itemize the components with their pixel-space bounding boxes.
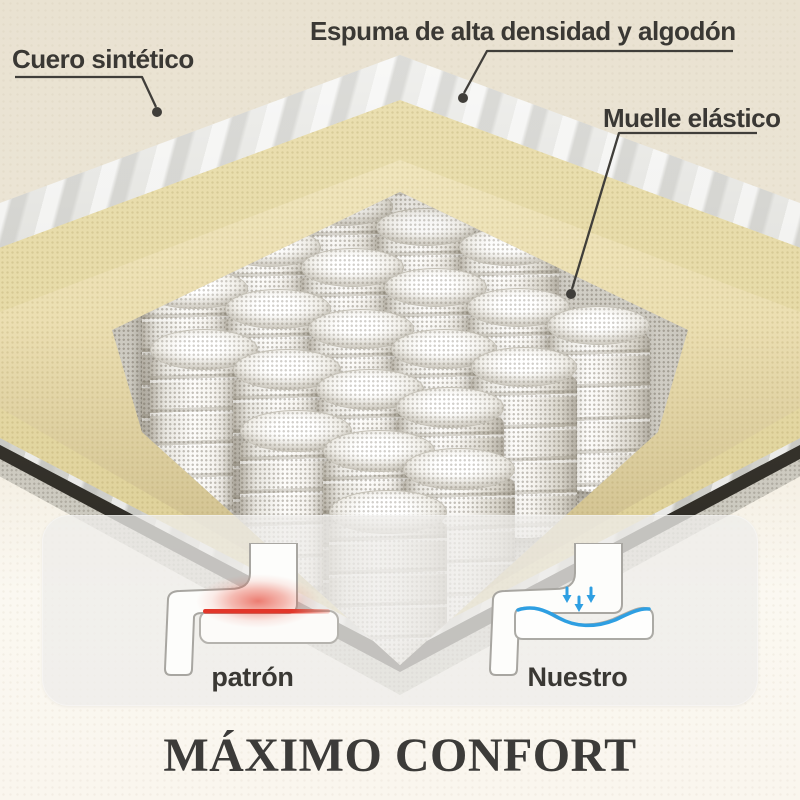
spring-top	[403, 447, 515, 491]
support-arrows-icon	[562, 586, 596, 612]
figure-pattern-mattress	[164, 543, 339, 676]
spring-top	[308, 308, 414, 349]
label-patron: patrón	[211, 662, 294, 692]
callout-muelle-label: Muelle elástico	[603, 103, 781, 133]
body-silhouette	[489, 543, 623, 676]
pressure-glow-icon	[196, 574, 320, 628]
spring-top	[546, 306, 650, 346]
spring-top	[300, 248, 404, 288]
spring-top	[396, 387, 504, 429]
pointer-line-cuero	[15, 75, 158, 108]
pointer-line-espuma	[462, 49, 733, 94]
callout-dot-cuero	[152, 107, 162, 117]
spring-top	[471, 346, 577, 387]
label-nuestro: Nuestro	[527, 662, 628, 692]
callout-espuma-label: Espuma de alta densidad y algodón	[310, 16, 736, 46]
max-comfort-title: MÁXIMO CONFORT	[163, 729, 637, 782]
spring-top	[383, 268, 487, 308]
figure-our-mattress	[489, 543, 654, 676]
spring-top	[225, 288, 331, 329]
callout-cuero-label: Cuero sintético	[12, 44, 194, 74]
support-curve-icon	[516, 606, 651, 628]
pressure-line-icon	[203, 609, 330, 614]
